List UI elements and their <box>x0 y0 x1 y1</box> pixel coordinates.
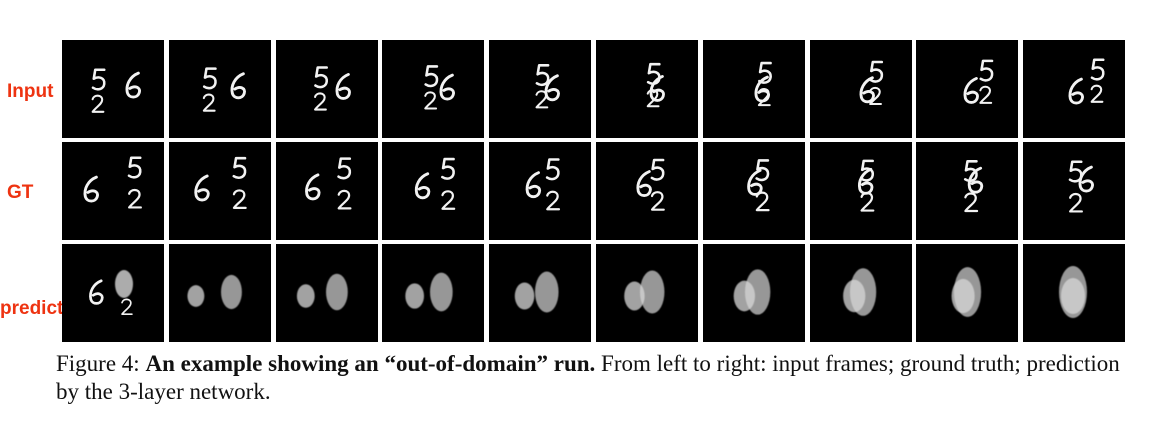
frame-input-10 <box>1023 40 1126 138</box>
figure-caption: Figure 4: An example showing an “out-of-… <box>56 350 1126 406</box>
frame-input-8 <box>809 40 912 138</box>
caption-bold: An example showing an “out-of-domain” ru… <box>145 351 596 376</box>
frame-gt-8 <box>809 142 912 240</box>
frame-predict-6 <box>596 244 698 342</box>
frame-predict-8 <box>809 244 912 342</box>
frame-predict-1 <box>62 244 164 342</box>
frame-input-2 <box>168 40 271 138</box>
frame-grid <box>62 40 1126 342</box>
row-label-predict: predict <box>0 298 64 319</box>
frame-gt-3 <box>275 142 378 240</box>
frame-input-4 <box>382 40 485 138</box>
frame-predict-7 <box>702 244 805 342</box>
frame-gt-4 <box>382 142 485 240</box>
frame-gt-10 <box>1023 142 1126 240</box>
frame-predict-2 <box>168 244 271 342</box>
frame-predict-9 <box>916 244 1019 342</box>
caption-rest: From left to right: input frames; ground… <box>56 351 1120 404</box>
frame-gt-5 <box>489 142 592 240</box>
frame-gt-1 <box>62 142 164 240</box>
frame-predict-5 <box>489 244 592 342</box>
frame-input-7 <box>702 40 805 138</box>
frame-predict-4 <box>382 244 485 342</box>
frame-gt-2 <box>168 142 271 240</box>
frame-input-3 <box>275 40 378 138</box>
frame-input-1 <box>62 40 164 138</box>
frame-predict-10 <box>1023 244 1126 342</box>
frame-predict-3 <box>275 244 378 342</box>
frame-gt-7 <box>702 142 805 240</box>
frame-input-6 <box>596 40 698 138</box>
frame-gt-6 <box>596 142 698 240</box>
row-label-input: Input <box>7 81 54 102</box>
frame-input-5 <box>489 40 592 138</box>
frame-input-9 <box>916 40 1019 138</box>
frame-gt-9 <box>916 142 1019 240</box>
caption-prefix: Figure 4: <box>56 351 140 376</box>
row-label-gt: GT <box>7 182 34 203</box>
